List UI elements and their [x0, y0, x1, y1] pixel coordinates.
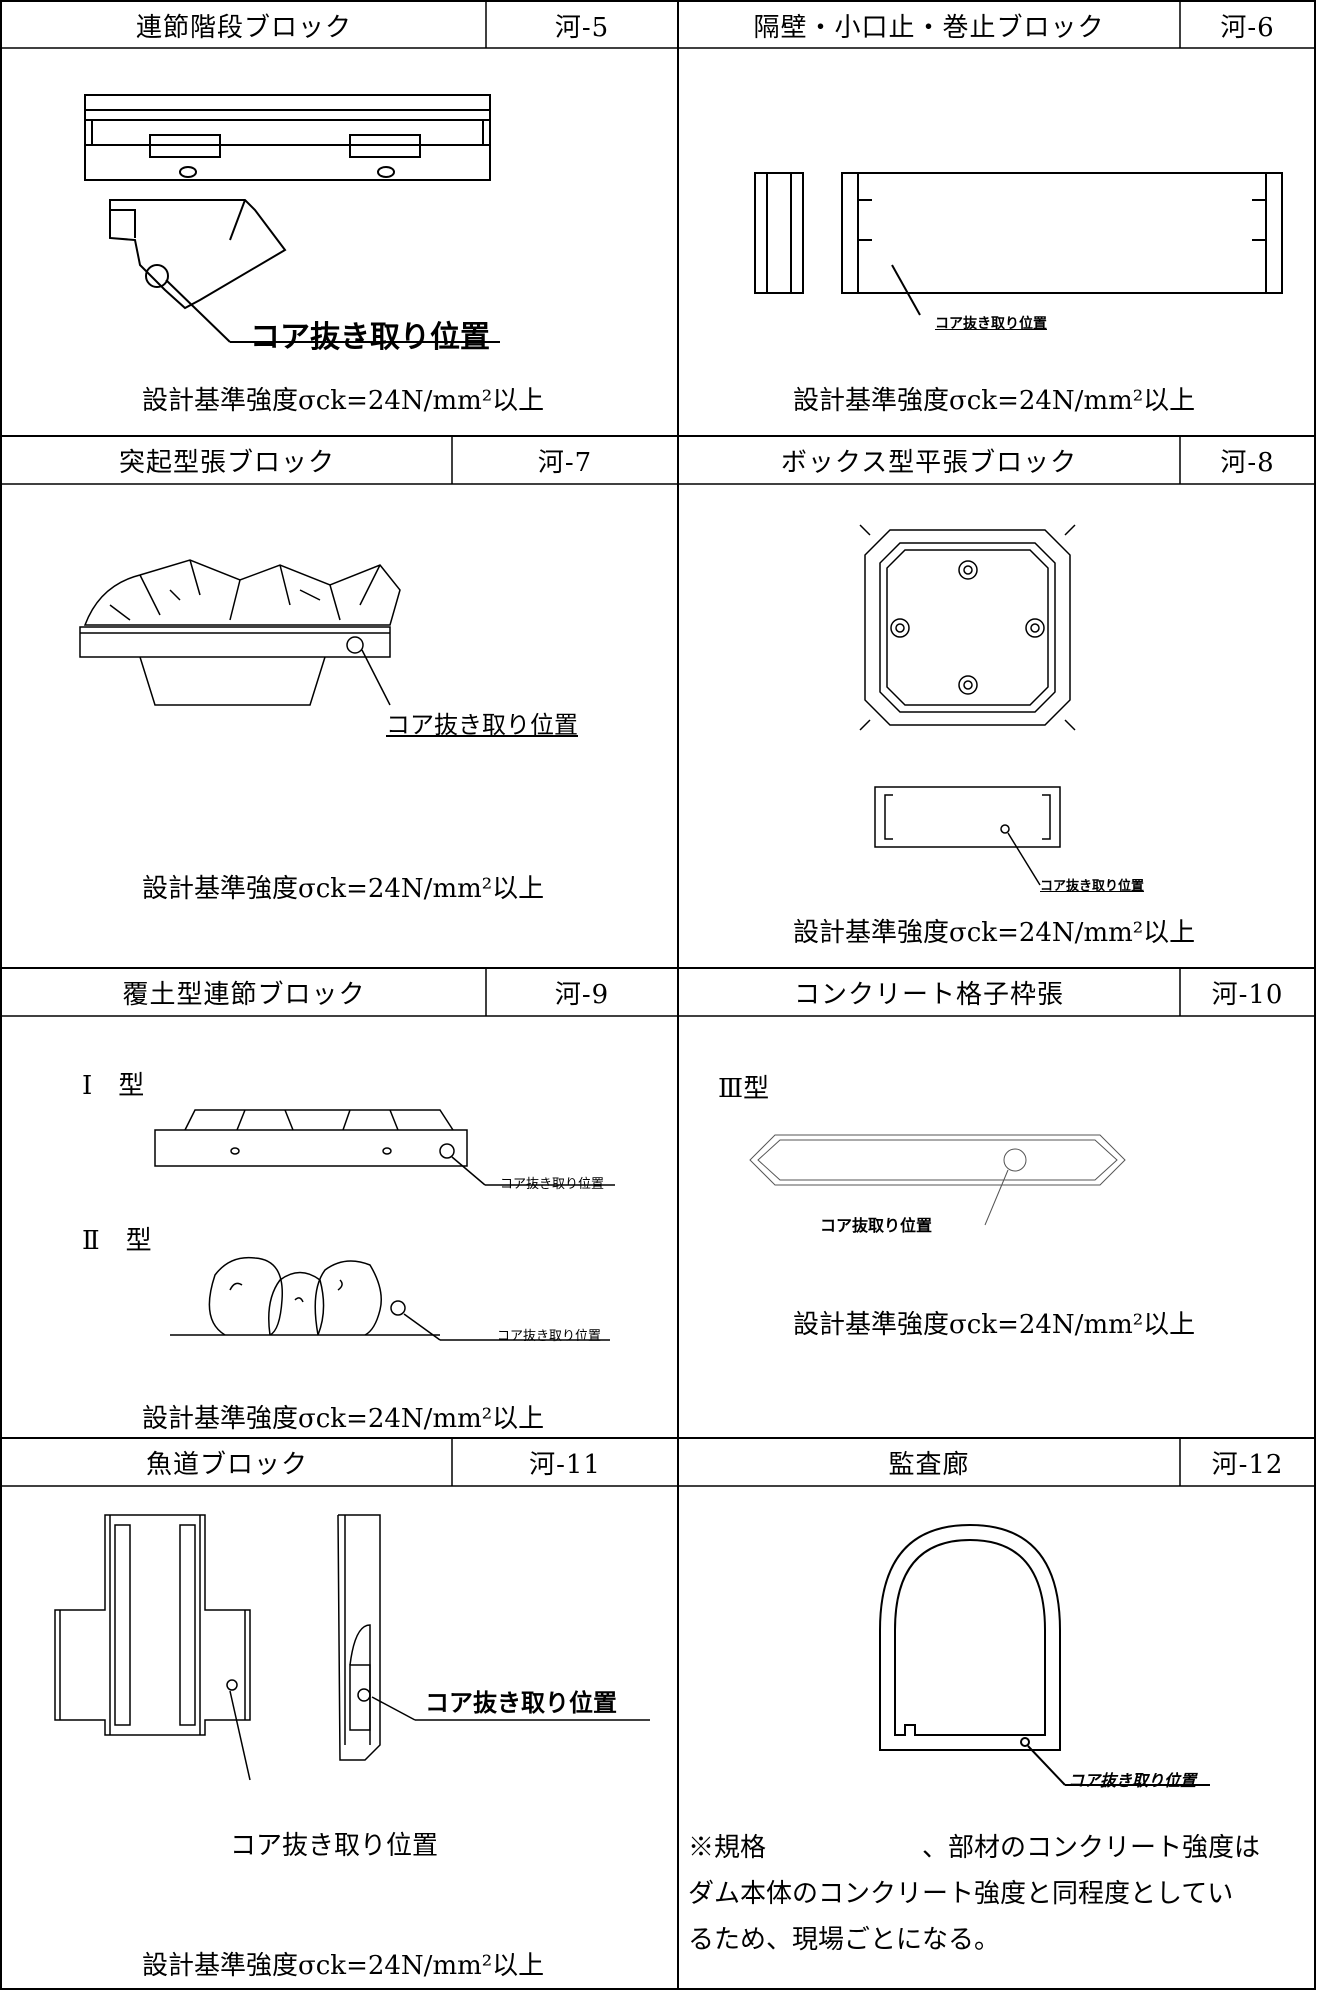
note-kawa12: ※規格 、部材のコンクリート強度は ダム本体のコンクリート強度と同程度としてい …: [688, 1825, 1260, 1963]
core-label-kawa5: コア抜き取り位置: [250, 320, 490, 355]
core-label-kawa12: コア抜き取り位置: [1068, 1771, 1197, 1790]
spec-kawa9: 設計基準強度σck=24N/mm²以上: [142, 1404, 545, 1434]
type-label-2: Ⅱ 型: [82, 1226, 152, 1256]
header-code-kawa5: 河-5: [554, 12, 610, 43]
spec-kawa6: 設計基準強度σck=24N/mm²以上: [793, 386, 1196, 416]
protrusion-block-drawing: [80, 545, 620, 745]
note-line: ダム本体のコンクリート強度と同程度としてい: [688, 1879, 1234, 1909]
core-label-kawa7: コア抜き取り位置: [386, 711, 578, 739]
header-title-kawa9: 覆土型連節ブロック: [122, 980, 366, 1010]
core-label-kawa9-type2: コア抜き取り位置: [497, 1329, 602, 1344]
note-line: るため、現場ごとになる。: [688, 1925, 1001, 1955]
box-block-drawing: [855, 525, 1075, 905]
core-label-kawa9-type1: コア抜き取り位置: [500, 1177, 605, 1192]
fishway-block-drawing: [50, 1515, 650, 1785]
header-title-kawa12: 監査廊: [888, 1450, 970, 1480]
header-title-kawa5: 連節階段ブロック: [135, 12, 352, 43]
core-label-kawa8: コア抜き取り位置: [1040, 879, 1145, 894]
covered-block-type1-drawing: [155, 1105, 615, 1195]
lattice-frame-drawing: [750, 1130, 1130, 1240]
header-code-kawa11: 河-11: [529, 1450, 601, 1480]
header-title-kawa6: 隔壁・小口止・巻止ブロック: [753, 12, 1105, 43]
header-title-kawa7: 突起型張ブロック: [118, 448, 335, 478]
type-label-1: Ⅰ 型: [82, 1071, 145, 1101]
header-code-kawa6: 河-6: [1220, 12, 1275, 43]
partition-block-drawing: [740, 165, 1285, 305]
header-code-kawa9: 河-9: [554, 980, 610, 1010]
note-line: ※規格 、部材のコンクリート強度は: [688, 1833, 1261, 1863]
core-label-kawa11-callout: コア抜き取り位置: [425, 1689, 617, 1717]
spec-kawa11: 設計基準強度σck=24N/mm²以上: [142, 1951, 545, 1981]
spec-kawa7: 設計基準強度σck=24N/mm²以上: [142, 874, 545, 904]
header-title-kawa8: ボックス型平張ブロック: [780, 448, 1078, 478]
covered-block-type2-drawing: [170, 1250, 620, 1350]
header-title-kawa11: 魚道ブロック: [145, 1450, 308, 1480]
type-label-3: Ⅲ型: [718, 1074, 770, 1104]
spec-kawa5: 設計基準強度σck=24N/mm²以上: [142, 386, 545, 416]
stair-block-drawing: [80, 90, 500, 330]
header-code-kawa7: 河-7: [537, 448, 593, 478]
core-label-kawa10: コア抜取り位置: [820, 1216, 933, 1235]
header-code-kawa12: 河-12: [1211, 1450, 1284, 1480]
header-title-kawa10: コンクリート格子枠張: [793, 980, 1064, 1010]
core-label-kawa11: コア抜き取り位置: [230, 1831, 439, 1861]
header-code-kawa10: 河-10: [1211, 980, 1284, 1010]
spec-kawa8: 設計基準強度σck=24N/mm²以上: [793, 918, 1196, 948]
core-label-kawa6: コア抜き取り位置: [935, 316, 1047, 332]
spec-kawa10: 設計基準強度σck=24N/mm²以上: [793, 1310, 1196, 1340]
header-code-kawa8: 河-8: [1220, 448, 1275, 478]
inspection-gallery-drawing: [875, 1520, 1235, 1790]
